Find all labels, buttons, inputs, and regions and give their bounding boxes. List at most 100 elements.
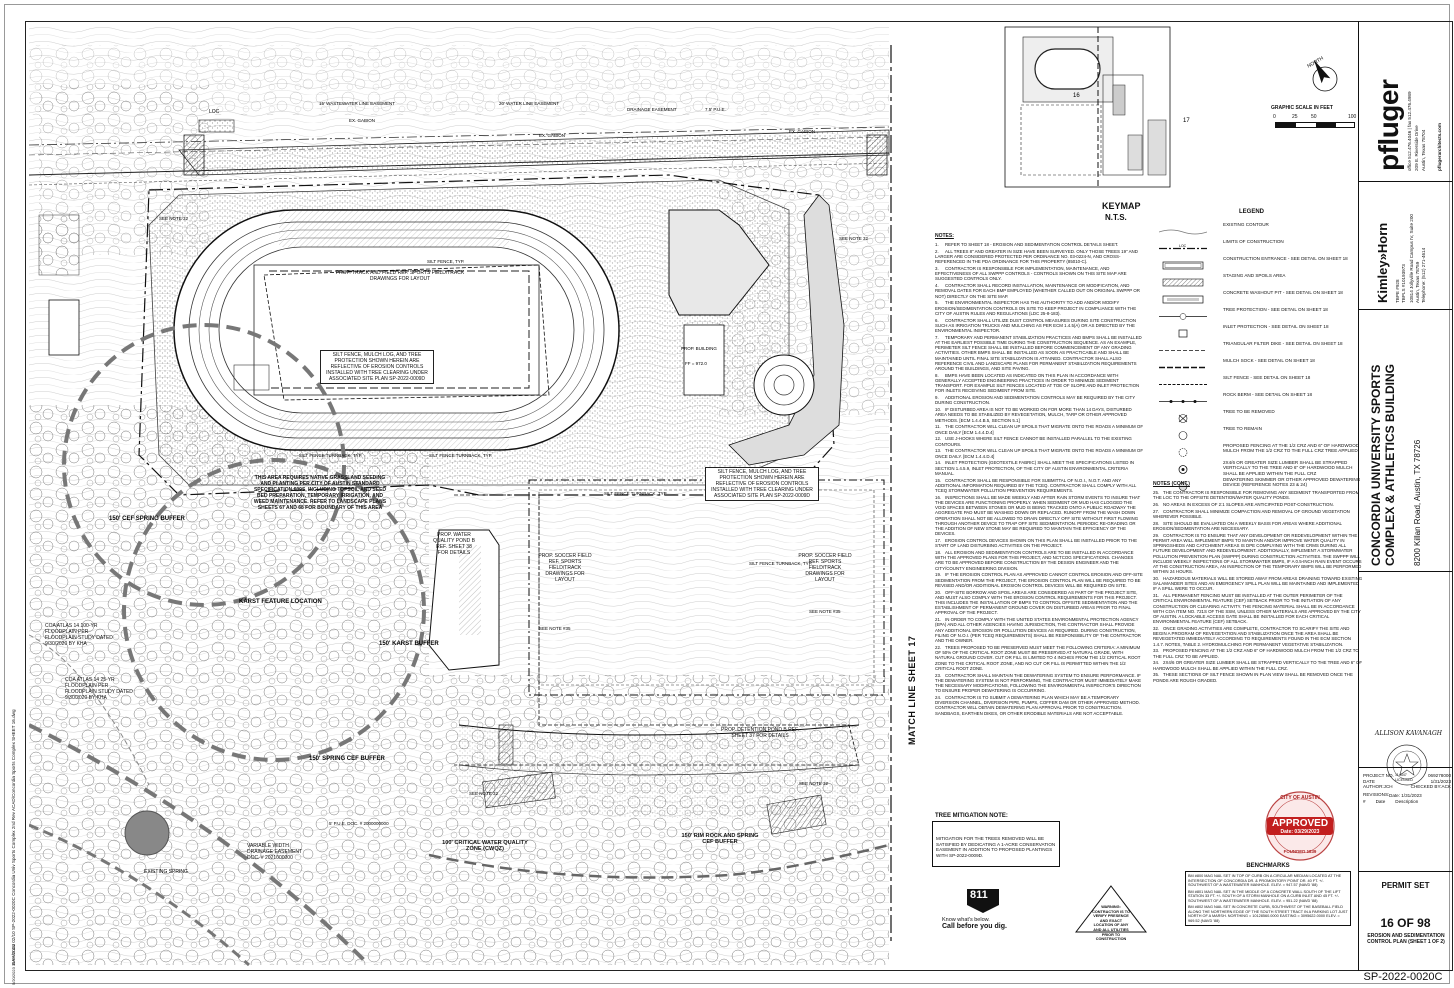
note-text: INSPECTIONS SHALL BE MADE WEEKLY AND AFT… (935, 494, 1141, 537)
note-item: 4.CONTRACTOR SHALL RECORD INSTALLATION, … (935, 283, 1143, 299)
legend-item: EXISTING CONTOUR (1153, 221, 1363, 235)
title-block: pfluger office 512.476.4046 | fax 512.47… (1358, 21, 1453, 971)
note-text: TREES PROPOSED TO BE PRESERVED MUST MEET… (935, 644, 1141, 671)
benchmark-2: BM #801 MAG NAIL SET IN THE MIDDLE OF A … (1188, 889, 1341, 903)
tree-mitigation-box: TREE MITIGATION NOTE: MITIGATION FOR THE… (932, 813, 1060, 867)
note-number: 5. (935, 300, 939, 306)
pfluger-address: 209 E. Riverside Drive (1414, 125, 1419, 171)
note-text: THESE SECTIONS OF SILT FENCE SHOWN IN PL… (1153, 672, 1353, 683)
seal-date: Date: 1/31/2023 (1389, 793, 1422, 798)
note-number: 29. (1153, 532, 1160, 538)
legend-item-label: INLET PROTECTION - SEE DETAIL ON SHEET 1… (1223, 324, 1329, 329)
spring-cef-buffer-label: 150' SPRING CEF BUFFER (309, 756, 385, 762)
warning-text: WARNING: CONTRACTOR IS TO VERIFY PRESENC… (1092, 905, 1130, 942)
notes-cont-column: NOTES (CONT.) 25.THE CONTRACTOR IS RESPO… (1153, 481, 1363, 684)
note-item: 34.2X4/6 OR GREATER SIZE LUMBER SHALL BE… (1153, 660, 1363, 670)
legend-symbol-ml-icon (1159, 359, 1207, 369)
cef-spring-buffer-label: 150' CEF SPRING BUFFER (109, 516, 185, 522)
note-text: HAZARDOUS MATERIALS WILL BE STORED AWAY … (1153, 576, 1363, 592)
see-note-label: SEE NOTE 32 (469, 791, 499, 796)
legend-item: CONSTRUCTION ENTRANCE - SEE DETAIL ON SH… (1153, 255, 1363, 270)
note-text: ALL TREES 8" AND GREATER IN SIZE HAVE BE… (935, 248, 1138, 265)
ff-label: FF = 972.0 (685, 361, 707, 366)
turnback-label: SILT FENCE TURNBACK, TYP. (429, 453, 492, 458)
silt-fence-note: SILT FENCE, MULCH LOG, AND TREE PROTECTI… (320, 350, 434, 384)
soccer-field-label: PROP. SOCCER FIELD REF. SPORTS FIELD/TRA… (538, 553, 592, 583)
note-text: EROSION CONTROL DEVICES SHOWN ON THIS PL… (935, 538, 1138, 549)
note-text: INLET PROTECTION (GEOTEXTILE FABRIC) SHA… (935, 460, 1135, 476)
note-item: 11.THE CONTRACTOR WILL CLEAN UP SPOILS T… (935, 424, 1143, 434)
pfluger-website: pflugerarchitects.com (1437, 123, 1442, 171)
note-number: 2. (935, 248, 939, 254)
drawing-frame (25, 21, 1453, 971)
cwqz-label: 100' CRITICAL WATER QUALITY ZONE (CWQZ) (442, 840, 528, 852)
note-text: IF THE EROSION CONTROL PLAN AS APPROVED … (935, 572, 1143, 588)
legend-item: TREE TO BE REMOVED (1153, 408, 1363, 423)
note-number: 8. (935, 372, 939, 378)
checked-label: CHECKED BY:ACK (1410, 784, 1451, 790)
turnback-label: SILT FENCE TURNBACK, TYP. (299, 453, 362, 458)
note-number: 23. (935, 672, 942, 678)
date-label: DATE (1363, 778, 1375, 784)
warning-icon (1075, 885, 1147, 933)
note-text: ADDITIONAL EROSION AND SEDIMENTATION CON… (935, 395, 1136, 406)
keymap: 16 17 (1004, 26, 1190, 188)
note-text: CONTRACTOR IS RESPONSIBLE FOR IMPLEMENTA… (935, 266, 1127, 282)
note-item: 10.IF DISTURBED AREA IS NOT TO BE WORKED… (935, 407, 1143, 423)
legend-item-label: 2X4/6 OR GREATER SIZE LUMBER SHALL BE ST… (1223, 460, 1353, 476)
seal-number: 114347 (1395, 773, 1407, 777)
benchmark-3: BM #802 MAG NAIL SET IN CONCRETE CURB, S… (1188, 905, 1348, 923)
seal-star-icon (1386, 744, 1428, 786)
note-number: 9. (935, 395, 939, 401)
scale-tick-50: 50 (1311, 114, 1317, 120)
stamp-city-text: CITY OF AUSTIN (1280, 795, 1320, 801)
call-811-line1: Know what's below. (942, 917, 990, 923)
note-number: 1. (935, 242, 939, 247)
karst-feature-label: KARST FEATURE LOCATION (239, 599, 322, 605)
stamp-date: Date: 03/29/2023 (1280, 829, 1320, 835)
see-note-label: SEE NOTE 32 (799, 781, 829, 786)
notes-column: NOTES: 1. REFER TO SHEET 18 - EROSION AND… (935, 233, 1143, 717)
legend-symbol-ce-icon (1159, 257, 1207, 270)
pfluger-city: Austin, Texas 78704 (1421, 129, 1426, 171)
call-811-line2: Call before you dig. (942, 922, 1007, 930)
see-note-label: SEE NOTE 32 (159, 216, 189, 221)
note-item: 16.INSPECTIONS SHALL BE MADE WEEKLY AND … (935, 495, 1143, 537)
note-text: USE J-HOOKS WHERE SILT FENCE CANNOT BE I… (935, 436, 1132, 447)
stamp-founded: FOUNDED 1839 (1283, 849, 1317, 854)
note-item: 25.THE CONTRACTOR IS RESPONSIBLE FOR REM… (1153, 490, 1363, 500)
legend-item-label: TREE PROTECTION - SEE DETAIL ON SHEET 18 (1223, 307, 1328, 312)
author-label: AUTHOR:JCH (1363, 784, 1393, 790)
legend-item-label: TREE TO BE REMOVED (1223, 409, 1275, 414)
legend-item-label: LIMITS OF CONSTRUCTION (1223, 239, 1284, 244)
legend-item: MULCH SOCK - SEE DETAIL ON SHEET 18 (1153, 357, 1363, 371)
pfluger-phone: office 512.476.4046 | fax 512.476.4989 (1407, 91, 1412, 171)
legend-item-label: PROPOSED FENCING AT THE 1/2 CRZ AND 6" O… (1223, 443, 1360, 454)
legend-item: TREE TO REMAIN (1153, 425, 1363, 440)
notes-title: NOTES: (935, 233, 954, 239)
note-item: 33.PROPOSED FENCING AT THE 1/2 CRZ AND 6… (1153, 648, 1363, 658)
variable-drainage-label: VARIABLE WIDTH DRAINAGE EASEMENT DOC. # … (247, 843, 302, 861)
note-item: 14.INLET PROTECTION (GEOTEXTILE FABRIC) … (935, 460, 1143, 476)
shovel-icon (967, 889, 999, 913)
legend-item: CONCRETE WASHOUT PIT - SEE DETAIL ON SHE… (1153, 289, 1363, 304)
note-text: REFER TO SHEET 18 - EROSION AND SEDIMENT… (945, 242, 1119, 247)
note-number: 19. (935, 572, 942, 578)
soccer-field-label: PROP. SOCCER FIELD REF. SPORTS FIELD/TRA… (798, 553, 852, 583)
legend-symbol-t1-icon (1159, 444, 1207, 457)
note-item: 7.TEMPORARY AND PERMANENT STABILIZATION … (935, 335, 1143, 371)
legend-item-label: EXISTING CONTOUR (1223, 222, 1269, 227)
note-number: 35. (1153, 672, 1160, 678)
note-text: CONTRACTOR SHALL RECORD INSTALLATION, MA… (935, 283, 1140, 299)
call-811-number: 811 (970, 889, 988, 901)
note-text: THE CONTRACTOR WILL CLEAN UP SPOILS THAT… (935, 424, 1144, 435)
sheet-number: 16 OF 98 (1380, 916, 1431, 930)
note-text: 2X4/6 OR GREATER SIZE LUMBER SHALL BE ST… (1153, 660, 1363, 671)
note-number: 32. (1153, 626, 1160, 632)
turnback-label: SILT FENCE TURNBACK, TYP. (604, 491, 667, 496)
seal-signature: ALLISON KAVANAGH (1375, 730, 1442, 737)
kh-tbpe: TBPE #928 (1395, 279, 1400, 304)
note-item: 2.ALL TREES 8" AND GREATER IN SIZE HAVE … (935, 249, 1143, 265)
keymap-title: KEYMAP (1102, 201, 1141, 211)
legend-item: STAGING AND SPOILS AREA (1153, 272, 1363, 287)
